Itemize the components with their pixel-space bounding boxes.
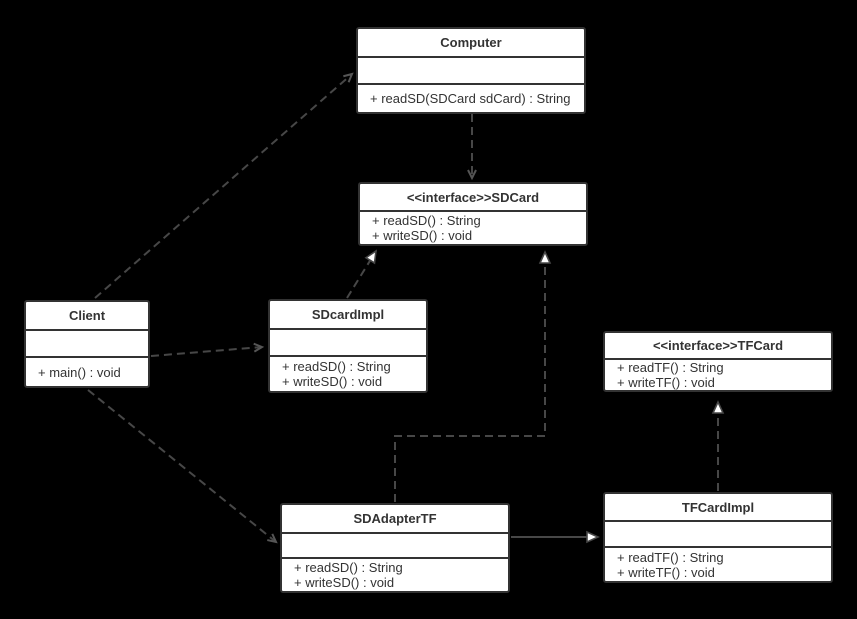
class-tfcard-methods: + readTF() : String + writeTF() : void — [605, 358, 831, 390]
method-label: + readSD() : String — [294, 560, 403, 575]
method-label: + writeSD() : void — [294, 575, 395, 590]
method-label: + readSD(SDCard sdCard) : String — [370, 91, 571, 106]
class-client[interactable]: Client + main() : void — [24, 300, 150, 388]
method-label: + readSD() : String — [372, 213, 481, 228]
edge-client-sdadaptertf-dependency — [87, 389, 278, 544]
edge-client-computer-dependency — [94, 72, 354, 299]
class-tfcardimpl-attributes — [605, 520, 831, 546]
class-tfcard[interactable]: <<interface>>TFCard + readTF() : String … — [603, 331, 833, 392]
class-computer-title: Computer — [440, 35, 502, 50]
method-label: + writeTF() : void — [617, 564, 715, 580]
class-client-title: Client — [68, 308, 106, 323]
method-label: + readTF() : String — [617, 360, 724, 375]
class-tfcardimpl-methods: + readTF() : String + writeTF() : void — [605, 546, 831, 581]
class-client-attributes — [26, 329, 148, 356]
class-sdcardimpl-methods: + readSD() : String + writeSD() : void — [270, 355, 426, 391]
method-label: + writeSD() : void — [372, 228, 473, 243]
method-label: + readSD() : String — [282, 359, 391, 374]
class-tfcardimpl-title: TFCardImpl — [681, 499, 755, 515]
class-computer-attributes — [358, 56, 584, 83]
class-sdcardimpl-title: SDcardImpl — [311, 307, 385, 322]
edge-client-sdcardimpl-dependency — [150, 342, 265, 357]
class-sdcard[interactable]: <<interface>>SDCard + readSD() : String … — [358, 182, 588, 246]
edge-sdadaptertf-sdcard-realization — [394, 250, 552, 502]
class-sdadaptertf-methods: + readSD() : String + writeSD() : void — [282, 557, 508, 591]
class-sdadaptertf-attributes — [282, 532, 508, 557]
method-label: + writeSD() : void — [282, 374, 383, 389]
method-label: + main() : void — [38, 364, 121, 380]
class-sdcard-title: <<interface>>SDCard — [406, 189, 540, 205]
class-sdcard-methods: + readSD() : String + writeSD() : void — [360, 210, 586, 244]
class-sdadaptertf[interactable]: SDAdapterTF + readSD() : String + writeS… — [280, 503, 510, 593]
class-tfcard-title: <<interface>>TFCard — [652, 338, 784, 353]
edge-sdcardimpl-sdcard-realization — [346, 249, 378, 299]
class-sdadaptertf-title: SDAdapterTF — [353, 511, 437, 526]
class-sdcardimpl-attributes — [270, 328, 426, 355]
class-tfcardimpl[interactable]: TFCardImpl + readTF() : String + writeTF… — [603, 492, 833, 583]
method-label: + readTF() : String — [617, 549, 724, 565]
class-computer[interactable]: Computer + readSD(SDCard sdCard) : Strin… — [356, 27, 586, 114]
class-computer-methods: + readSD(SDCard sdCard) : String — [358, 83, 584, 112]
class-client-methods: + main() : void — [26, 356, 148, 386]
method-label: + writeTF() : void — [617, 375, 715, 390]
class-sdcardimpl[interactable]: SDcardImpl + readSD() : String + writeSD… — [268, 299, 428, 393]
